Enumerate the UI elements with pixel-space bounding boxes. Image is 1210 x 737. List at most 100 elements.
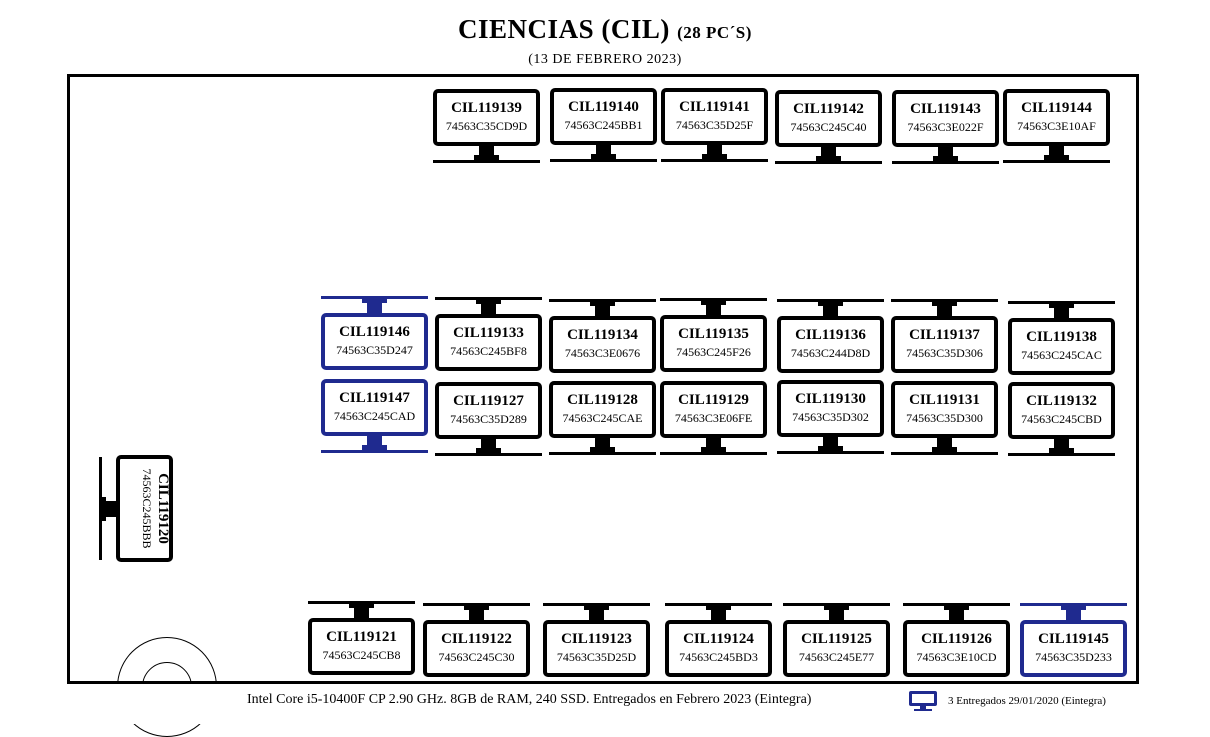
computer-CIL119131[interactable]: CIL119131 74563C35D300 [891, 381, 998, 455]
computer-CIL119124[interactable]: CIL119124 74563C245BD3 [665, 603, 772, 677]
computer-id: CIL119127 [453, 393, 524, 409]
computer-CIL119145[interactable]: CIL119145 74563C35D233 [1020, 603, 1127, 677]
computer-CIL119132[interactable]: CIL119132 74563C245CBD [1008, 382, 1115, 456]
computer-mac: 74563C35D247 [336, 343, 413, 357]
monitor-screen: CIL119141 74563C35D25F [661, 88, 768, 145]
monitor-stand-icon [661, 145, 768, 162]
computer-mac: 74563C244D8D [790, 346, 871, 360]
computer-id: CIL119128 [567, 392, 638, 408]
computer-mac: 74563C245CBD [1021, 412, 1102, 426]
computer-CIL119122[interactable]: CIL119122 74563C245C30 [423, 603, 530, 677]
monitor-screen: CIL119121 74563C245CB8 [308, 618, 415, 675]
computer-CIL119142[interactable]: CIL119142 74563C245C40 [775, 90, 882, 164]
computer-mac: 74563C35CD9D [445, 119, 528, 133]
computer-mac: 74563C245CAE [562, 411, 643, 425]
monitor-stand-icon [777, 437, 884, 454]
computer-id: CIL119139 [451, 100, 522, 116]
computer-id: CIL119142 [793, 101, 864, 117]
computer-mac: 74563C245BBB [140, 468, 154, 549]
computer-CIL119141[interactable]: CIL119141 74563C35D25F [661, 88, 768, 162]
monitor-stand-icon [99, 457, 116, 560]
monitor-stand-icon [783, 603, 890, 620]
computer-CIL119126[interactable]: CIL119126 74563C3E10CD [903, 603, 1010, 677]
monitor-screen: CIL119132 74563C245CBD [1008, 382, 1115, 439]
computer-id: CIL119133 [453, 325, 524, 341]
computer-mac: 74563C3E10CD [916, 650, 997, 664]
computer-mac: 74563C245C30 [438, 650, 515, 664]
computer-CIL119135[interactable]: CIL119135 74563C245F26 [660, 298, 767, 372]
computer-id: CIL119131 [909, 392, 980, 408]
monitor-stand-icon [321, 296, 428, 313]
monitor-screen: CIL119126 74563C3E10CD [903, 620, 1010, 677]
computer-CIL119121[interactable]: CIL119121 74563C245CB8 [308, 601, 415, 675]
monitor-screen: CIL119145 74563C35D233 [1020, 620, 1127, 677]
monitor-stand-icon [423, 603, 530, 620]
monitor-stand-icon [1008, 439, 1115, 456]
teacher-computer[interactable]: CIL119120 74563C245BBB [99, 455, 173, 562]
computer-CIL119133[interactable]: CIL119133 74563C245BF8 [435, 297, 542, 371]
monitor-screen: CIL119124 74563C245BD3 [665, 620, 772, 677]
monitor-stand-icon [433, 146, 540, 163]
computer-mac: 74563C245BD3 [679, 650, 758, 664]
computer-id: CIL119141 [679, 99, 750, 115]
computer-mac: 74563C35D306 [906, 346, 983, 360]
computer-mac: 74563C245CAC [1021, 348, 1102, 362]
computer-CIL119138[interactable]: CIL119138 74563C245CAC [1008, 301, 1115, 375]
monitor-stand-icon [543, 603, 650, 620]
computer-mac: 74563C3E0676 [564, 346, 641, 360]
computer-CIL119144[interactable]: CIL119144 74563C3E10AF [1003, 89, 1110, 163]
monitor-screen: CIL119147 74563C245CAD [321, 379, 428, 436]
computer-id: CIL119121 [326, 629, 397, 645]
computer-CIL119130[interactable]: CIL119130 74563C35D302 [777, 380, 884, 454]
computer-CIL119143[interactable]: CIL119143 74563C3E022F [892, 90, 999, 164]
computer-mac: 74563C245CAD [333, 409, 416, 423]
computer-CIL119139[interactable]: CIL119139 74563C35CD9D [433, 89, 540, 163]
page-date: (13 DE FEBRERO 2023) [528, 52, 682, 67]
monitor-stand-icon [321, 436, 428, 453]
monitor-stand-icon [1003, 146, 1110, 163]
computer-mac: 74563C35D302 [792, 410, 869, 424]
computer-id: CIL119124 [683, 631, 754, 647]
monitor-stand-icon [891, 438, 998, 455]
computer-CIL119147[interactable]: CIL119147 74563C245CAD [321, 379, 428, 453]
title-suffix: (28 PC´S) [677, 23, 752, 42]
computer-CIL119125[interactable]: CIL119125 74563C245E77 [783, 603, 890, 677]
monitor-screen: CIL119143 74563C3E022F [892, 90, 999, 147]
monitor-screen: CIL119139 74563C35CD9D [433, 89, 540, 146]
computer-CIL119137[interactable]: CIL119137 74563C35D306 [891, 299, 998, 373]
computer-id: CIL119147 [339, 390, 410, 406]
monitor-stand-icon [892, 147, 999, 164]
computer-id: CIL119129 [678, 392, 749, 408]
monitor-screen: CIL119137 74563C35D306 [891, 316, 998, 373]
title-main: CIENCIAS (CIL) [458, 14, 670, 44]
computer-id: CIL119137 [909, 327, 980, 343]
computer-mac: 74563C3E10AF [1017, 119, 1096, 133]
computer-CIL119127[interactable]: CIL119127 74563C35D289 [435, 382, 542, 456]
computer-CIL119134[interactable]: CIL119134 74563C3E0676 [549, 299, 656, 373]
computer-id: CIL119130 [795, 391, 866, 407]
monitor-screen: CIL119127 74563C35D289 [435, 382, 542, 439]
computer-mac: 74563C35D25D [556, 650, 637, 664]
computer-id: CIL119123 [561, 631, 632, 647]
computer-id: CIL119145 [1038, 631, 1109, 647]
computer-CIL119128[interactable]: CIL119128 74563C245CAE [549, 381, 656, 455]
monitor-screen [116, 455, 173, 562]
computer-CIL119136[interactable]: CIL119136 74563C244D8D [777, 299, 884, 373]
monitor-screen: CIL119135 74563C245F26 [660, 315, 767, 372]
computer-CIL119129[interactable]: CIL119129 74563C3E06FE [660, 381, 767, 455]
computer-mac: 74563C35D289 [450, 412, 527, 426]
monitor-screen: CIL119133 74563C245BF8 [435, 314, 542, 371]
monitor-stand-icon [435, 297, 542, 314]
monitor-screen: CIL119128 74563C245CAE [549, 381, 656, 438]
computer-CIL119146[interactable]: CIL119146 74563C35D247 [321, 296, 428, 370]
monitor-stand-icon [1008, 301, 1115, 318]
computer-mac: 74563C35D300 [906, 411, 983, 425]
monitor-screen: CIL119146 74563C35D247 [321, 313, 428, 370]
monitor-stand-icon [1020, 603, 1127, 620]
page-title: CIENCIAS (CIL) (28 PC´S) [0, 14, 1210, 45]
computer-CIL119123[interactable]: CIL119123 74563C35D25D [543, 603, 650, 677]
computer-id: CIL119132 [1026, 393, 1097, 409]
monitor-stand-icon [665, 603, 772, 620]
computer-CIL119140[interactable]: CIL119140 74563C245BB1 [550, 88, 657, 162]
computer-id: CIL119144 [1021, 100, 1092, 116]
